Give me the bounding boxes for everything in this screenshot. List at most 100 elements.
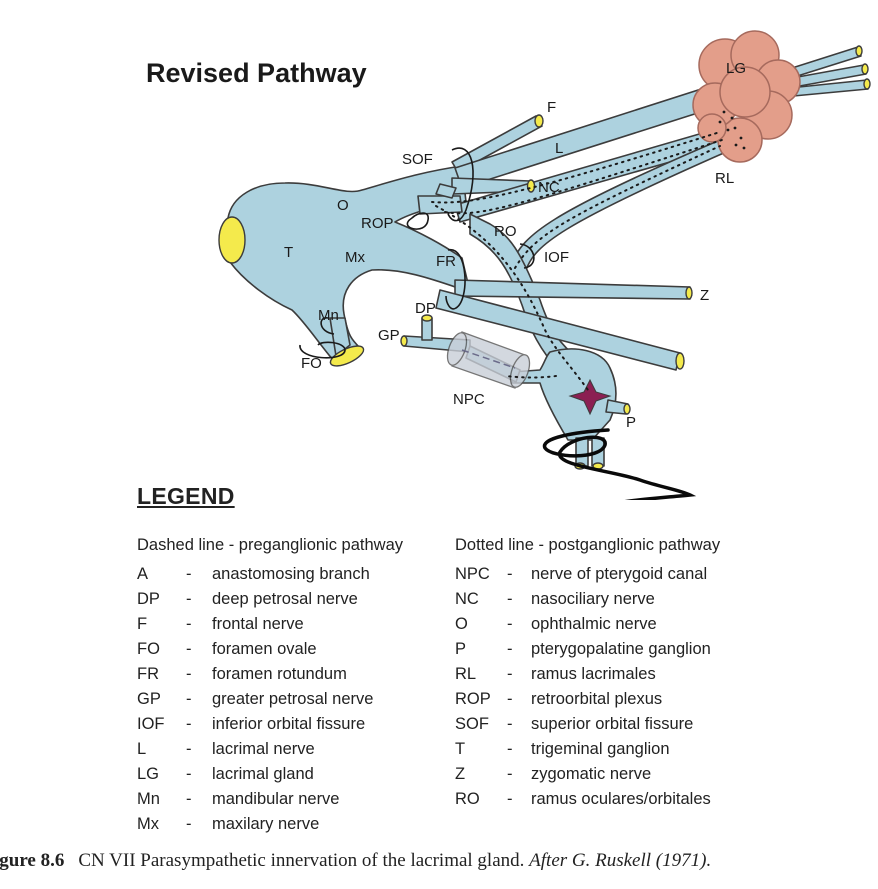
legend-desc: deep petrosal nerve <box>212 590 358 608</box>
label-npc: NPC <box>453 391 485 408</box>
legend-dashed-caption: Dashed line - preganglionic pathway <box>137 536 403 554</box>
caption-citation: After G. Ruskell (1971). <box>529 850 712 871</box>
legend-abbr: L <box>137 740 147 758</box>
sof-ring <box>447 147 474 222</box>
foramen-rings <box>299 147 535 359</box>
pathway-diagram: Revised Pathway LG F L SOF NC RL O ROP R… <box>146 30 871 500</box>
legend-abbr: Mx <box>137 815 159 833</box>
legend-title: LEGEND <box>137 483 235 509</box>
legend-abbr: T <box>455 740 466 758</box>
legend-desc: trigeminal ganglion <box>531 740 670 758</box>
legend-dash: - <box>186 565 192 583</box>
label-gp: GP <box>378 327 400 344</box>
legend-abbr: IOF <box>137 715 165 733</box>
legend-desc: frontal nerve <box>212 615 304 633</box>
legend-desc: nerve of pterygoid canal <box>531 565 708 583</box>
gland-dots <box>718 110 746 150</box>
legend-dash: - <box>186 765 192 783</box>
legend-desc: greater petrosal nerve <box>212 690 374 708</box>
legend-dash: - <box>186 615 192 633</box>
legend-abbr: DP <box>137 590 160 608</box>
legend-dash: - <box>186 815 192 833</box>
zygomatic-nerve <box>454 279 691 300</box>
legend-desc: mandibular nerve <box>212 790 340 808</box>
legend-dash: - <box>186 640 192 658</box>
caption-text: CN VII Parasympathetic innervation of th… <box>78 850 530 871</box>
ganglion-star <box>568 378 612 416</box>
legend-desc: foramen ovale <box>212 640 317 658</box>
legend-dash: - <box>507 665 513 683</box>
legend-abbr: NPC <box>455 565 490 583</box>
pterygopalatine-ganglion <box>511 348 617 441</box>
legend-abbr: NC <box>455 590 479 608</box>
pterygoid-canal <box>446 331 531 389</box>
ganglion-branch-down <box>575 437 589 467</box>
rop-ring <box>406 212 429 230</box>
legend-desc: inferior orbital fissure <box>212 715 366 733</box>
legend-desc: ramus oculares/orbitales <box>531 790 711 808</box>
fr-ring <box>445 249 466 310</box>
legend-dash: - <box>186 665 192 683</box>
legend-desc: foramen rotundum <box>212 665 347 683</box>
scribble-annotation <box>543 428 697 500</box>
label-nc: NC <box>538 179 560 196</box>
legend-abbr: A <box>137 565 149 583</box>
cut-nerve-ends <box>218 45 871 470</box>
label-z: Z <box>700 287 709 304</box>
figure-caption: igure 8.6 CN VII Parasympathetic innervat… <box>0 850 711 872</box>
label-f: F <box>547 99 556 116</box>
label-l: L <box>555 140 563 157</box>
legend-desc: lacrimal nerve <box>212 740 315 758</box>
label-t: T <box>284 244 293 261</box>
legend-dash: - <box>186 740 192 758</box>
label-o: O <box>337 197 349 214</box>
legend-abbr: ROP <box>455 690 491 708</box>
label-iof: IOF <box>544 249 569 266</box>
label-mx: Mx <box>345 249 365 266</box>
legend-desc: retroorbital plexus <box>531 690 663 708</box>
legend-dash: - <box>507 640 513 658</box>
caption-figure-number: igure 8.6 <box>0 850 65 871</box>
legend-abbr: RL <box>455 665 477 683</box>
legend-dash: - <box>507 590 513 608</box>
legend-dash: - <box>507 615 513 633</box>
legend-dash: - <box>186 590 192 608</box>
legend-abbr: Mn <box>137 790 160 808</box>
legend-abbr: GP <box>137 690 161 708</box>
iof-ring <box>519 243 535 269</box>
label-fo: FO <box>301 355 322 372</box>
legend-desc: lacrimal gland <box>212 765 314 783</box>
maxillary-trunk <box>435 289 681 371</box>
legend-dotted-caption: Dotted line - postganglionic pathway <box>455 536 721 554</box>
label-dp: DP <box>415 300 436 317</box>
lacrimal-gland <box>692 30 801 163</box>
legend-desc: zygomatic nerve <box>531 765 652 783</box>
legend-abbr: P <box>455 640 467 658</box>
label-sof: SOF <box>402 151 433 168</box>
legend-dash: - <box>186 790 192 808</box>
legend-dash: - <box>186 690 192 708</box>
label-fr: FR <box>436 253 456 270</box>
legend-desc: ramus lacrimales <box>531 665 656 683</box>
label-p: P <box>626 414 636 431</box>
trigeminal-ganglion <box>227 165 471 362</box>
legend-abbr: O <box>455 615 468 633</box>
legend-abbr: FO <box>137 640 160 658</box>
label-rop: ROP <box>361 215 394 232</box>
legend-abbr: F <box>137 615 148 633</box>
legend-abbr: LG <box>137 765 160 783</box>
legend-desc: ophthalmic nerve <box>531 615 657 633</box>
rop-branch <box>435 183 457 199</box>
legend-abbr: Z <box>455 765 466 783</box>
cut-end-trigeminal <box>218 216 246 264</box>
legend-abbr: SOF <box>455 715 489 733</box>
legend-desc: maxilary nerve <box>212 815 320 833</box>
label-lg: LG <box>726 60 746 77</box>
label-ro: RO <box>494 223 517 240</box>
legend-desc: pterygopalatine ganglion <box>531 640 711 658</box>
legend-dash: - <box>507 565 513 583</box>
legend-dash: - <box>186 715 192 733</box>
legend-desc: anastomosing branch <box>212 565 370 583</box>
fo-ring <box>299 341 346 359</box>
